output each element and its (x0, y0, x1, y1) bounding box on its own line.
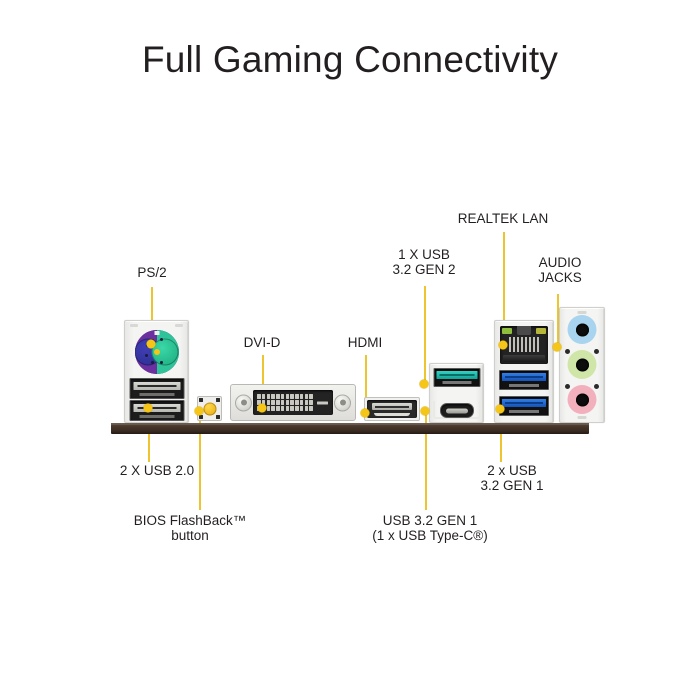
callout-dot-usb32gen1 (495, 404, 505, 414)
usb3gen1-port-lower[interactable] (499, 396, 549, 416)
usb-lip (139, 393, 174, 396)
usb2-port-lower[interactable] (129, 400, 184, 421)
callout-label-usb32gen2: 1 X USB 3.2 GEN 2 (392, 247, 456, 277)
audio-screw-dot (594, 349, 599, 354)
callout-label-realtek-lan: REALTEK LAN (457, 211, 549, 226)
solder-pad (216, 398, 220, 402)
audio-screw-dot (594, 384, 599, 389)
rj45-latch-notch (517, 326, 531, 335)
hdmi-shell (367, 400, 417, 418)
usb-tongue (502, 373, 546, 381)
dvid-port[interactable] (230, 384, 356, 421)
lan-port[interactable] (500, 326, 548, 364)
bios-flashback-button[interactable] (197, 396, 222, 421)
usb3gen1-port-upper[interactable] (499, 370, 549, 390)
lan-activity-led-icon (502, 328, 512, 334)
dvi-flat-blade-slot (317, 401, 328, 404)
leader-line-usb32gen1 (500, 414, 502, 462)
flashback-pushbutton-cap[interactable] (203, 402, 216, 415)
usb-lip (442, 381, 471, 384)
jack-hole (575, 323, 589, 336)
audio-screw-dot (565, 349, 570, 354)
callout-dot-ps2 (146, 339, 156, 349)
dvi-connector-body (253, 390, 333, 415)
dvi-screw-icon (235, 394, 252, 411)
callout-dot-dvid (257, 403, 267, 413)
callout-dot-usb32gen2 (419, 379, 429, 389)
shield-screw-icon (577, 311, 587, 314)
callout-dot-usb20 (143, 403, 153, 413)
usb-typec-port[interactable] (439, 403, 474, 418)
usb-tongue (133, 382, 180, 390)
lan-usb3-shield-block (494, 320, 554, 423)
page-title: Full Gaming Connectivity (141, 39, 559, 80)
ps2-pin (150, 361, 154, 365)
jack-hole (575, 393, 589, 406)
callout-label-bios-flashback: BIOS FlashBack™ button (133, 513, 247, 543)
usb-tongue (436, 371, 477, 379)
callout-label-usb-typec: USB 3.2 GEN 1 (1 x USB Type-C®) (372, 513, 488, 543)
typec-tongue (445, 408, 468, 413)
shield-screw-icon (130, 324, 138, 327)
callout-label-ps2: PS/2 (137, 265, 167, 280)
leader-line-usb20 (148, 412, 150, 462)
rear-io-panel (111, 307, 605, 434)
solder-pad (199, 415, 203, 419)
usb-gen2-typec-shield-block (429, 363, 484, 423)
callout-dot-flashback (194, 406, 204, 416)
ps2-pin (159, 338, 163, 342)
ps2-pin (159, 361, 163, 365)
leader-line-realtek-lan (503, 232, 505, 342)
usb32gen2-port[interactable] (433, 368, 480, 387)
audio-line-out-jack[interactable] (567, 350, 597, 379)
callout-label-hdmi: HDMI (347, 335, 383, 350)
audio-screw-dot (565, 384, 570, 389)
solder-pad (216, 415, 220, 419)
ps2-key-notch (154, 331, 159, 335)
leader-line-dvid (262, 355, 264, 405)
audio-jacks-shield-block (559, 307, 605, 423)
callout-dot-usb-typec (420, 406, 430, 416)
leader-line-hdmi (365, 355, 367, 410)
ps2-port[interactable] (134, 330, 179, 374)
rj45-contacts (509, 337, 539, 352)
callout-label-dvid: DVI-D (243, 335, 281, 350)
hdmi-port[interactable] (364, 397, 420, 421)
usb-lip (509, 384, 539, 387)
hdmi-foot (374, 413, 410, 416)
hdmi-tongue (372, 403, 412, 410)
lan-speed-led-icon (536, 328, 546, 334)
usb-lip (509, 410, 539, 413)
shield-screw-icon (577, 416, 587, 419)
leader-line-audio-jacks (557, 294, 559, 344)
audio-line-in-jack[interactable] (567, 315, 597, 344)
ps2-pin (144, 354, 148, 358)
usb-tongue (502, 399, 546, 407)
callout-label-usb20: 2 X USB 2.0 (119, 463, 195, 478)
usb-lip (139, 415, 174, 418)
shield-screw-icon (175, 324, 183, 327)
leader-line-usb32gen2 (424, 286, 426, 381)
typec-bracket (432, 401, 481, 419)
audio-mic-in-jack[interactable] (567, 385, 597, 414)
callout-dot-realtek-lan (498, 340, 508, 350)
ps2-center-key (153, 349, 160, 355)
motherboard-pcb-edge (111, 423, 589, 434)
callout-dot-audio-jacks (552, 342, 562, 352)
solder-pad (199, 398, 203, 402)
usb2-port-upper[interactable] (129, 378, 184, 399)
leader-line-usb-typec (425, 414, 427, 510)
callout-label-audio-jacks: AUDIO JACKS (538, 255, 582, 285)
usb-tongue (133, 404, 180, 412)
leader-line-bios-flashback (199, 414, 201, 510)
jack-hole (575, 358, 589, 371)
dvi-screw-icon (334, 394, 351, 411)
callout-label-usb32gen1: 2 x USB 3.2 GEN 1 (480, 463, 544, 493)
ps2-usb2-shield-block (124, 320, 189, 423)
rj45-floor (503, 355, 545, 362)
callout-dot-hdmi (360, 408, 370, 418)
